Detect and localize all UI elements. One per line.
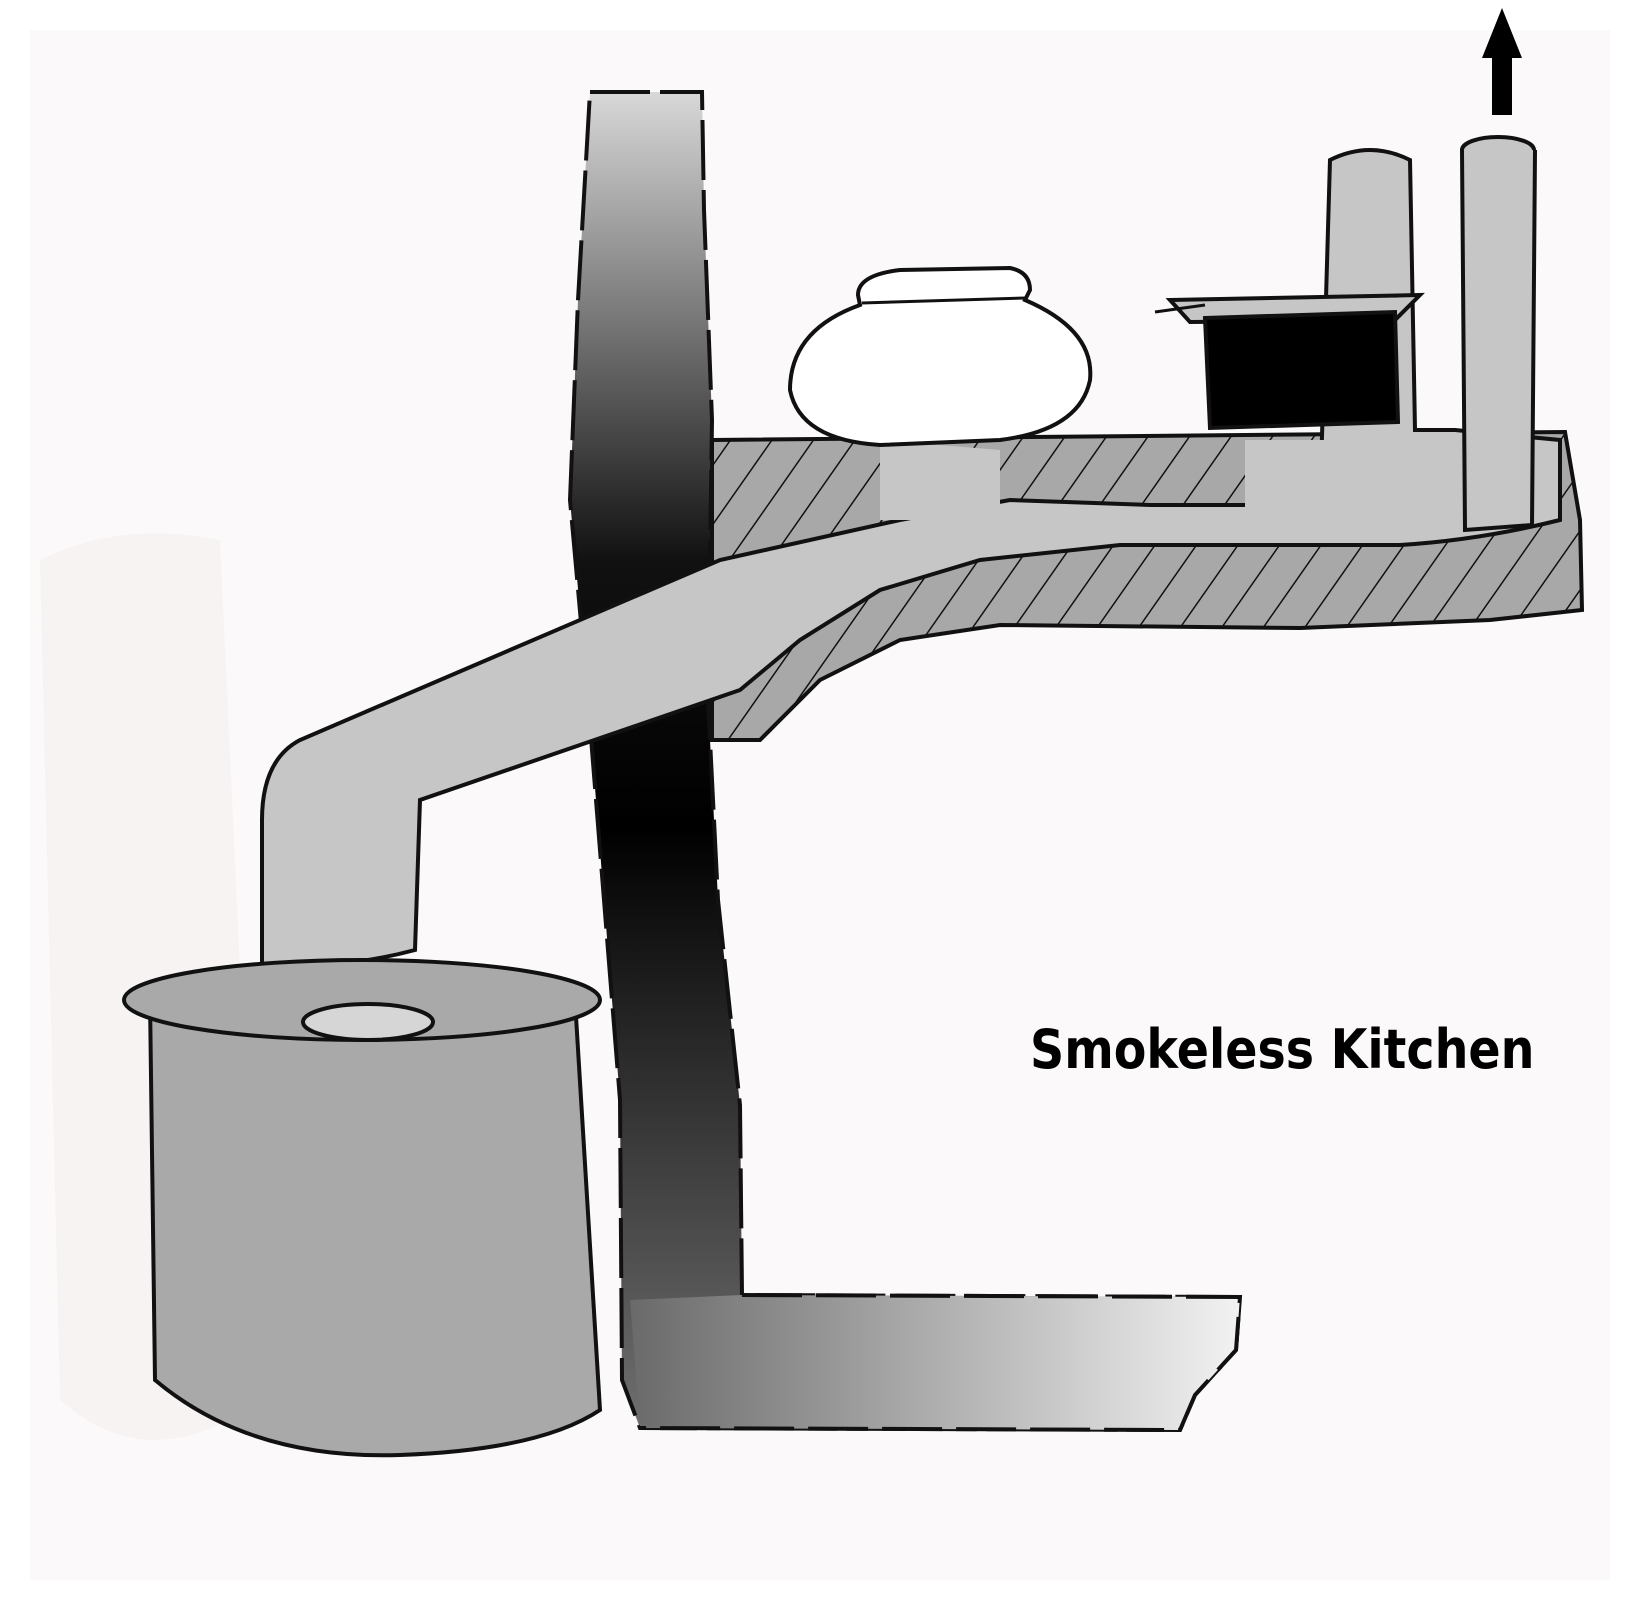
diagram-caption: Smokeless Kitchen — [1030, 1018, 1534, 1081]
chimney-outlet — [1462, 137, 1535, 530]
smoke-drum — [124, 960, 600, 1455]
